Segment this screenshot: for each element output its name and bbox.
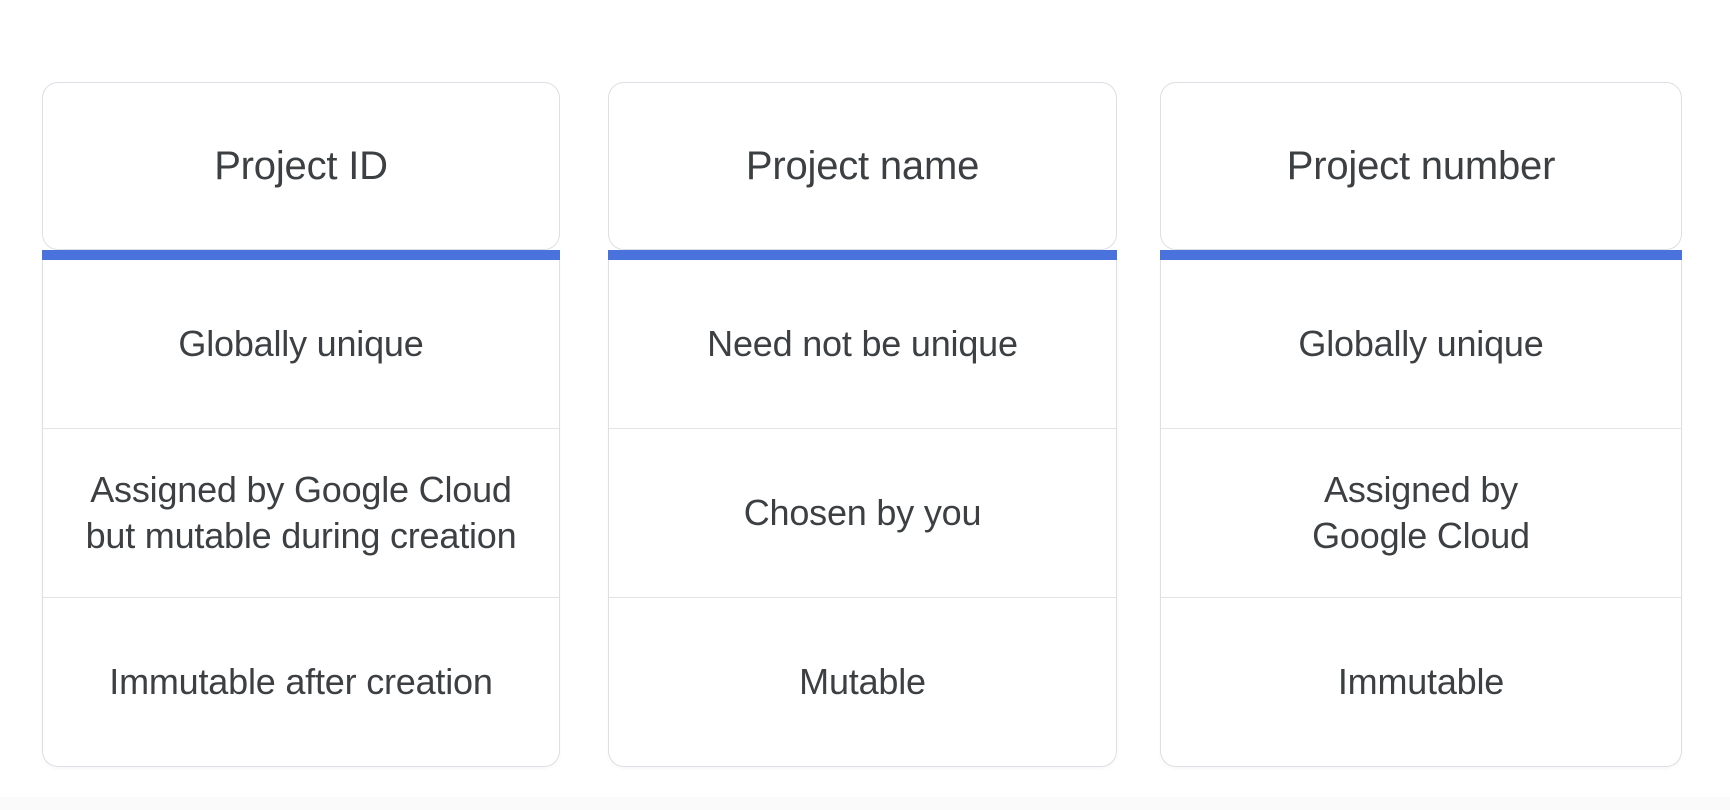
project-id-row-mutability: Immutable after creation — [43, 597, 559, 766]
project-id-header: Project ID — [42, 82, 560, 250]
project-id-accent-bar — [42, 250, 560, 260]
project-number-row-mutability: Immutable — [1161, 597, 1681, 766]
project-number-row-assignment: Assigned by Google Cloud — [1161, 428, 1681, 597]
project-name-header: Project name — [608, 82, 1117, 250]
project-name-card: Project name Need not be unique Chosen b… — [608, 82, 1117, 767]
project-name-body: Need not be unique Chosen by you Mutable — [608, 260, 1117, 767]
project-name-accent-bar — [608, 250, 1117, 260]
project-name-row-assignment: Chosen by you — [609, 428, 1116, 597]
project-number-card: Project number Globally unique Assigned … — [1160, 82, 1682, 767]
project-number-body: Globally unique Assigned by Google Cloud… — [1160, 260, 1682, 767]
project-number-accent-bar — [1160, 250, 1682, 260]
project-id-row-assignment: Assigned by Google Cloud but mutable dur… — [43, 428, 559, 597]
footer-strip — [0, 797, 1730, 810]
project-id-card: Project ID Globally unique Assigned by G… — [42, 82, 560, 767]
project-number-row-uniqueness: Globally unique — [1298, 322, 1544, 364]
project-name-row-uniqueness: Need not be unique — [707, 322, 1018, 364]
project-id-row-uniqueness: Globally unique — [178, 322, 424, 364]
project-id-body: Globally unique Assigned by Google Cloud… — [42, 260, 560, 767]
project-name-row-mutability: Mutable — [609, 597, 1116, 766]
project-number-header: Project number — [1160, 82, 1682, 250]
